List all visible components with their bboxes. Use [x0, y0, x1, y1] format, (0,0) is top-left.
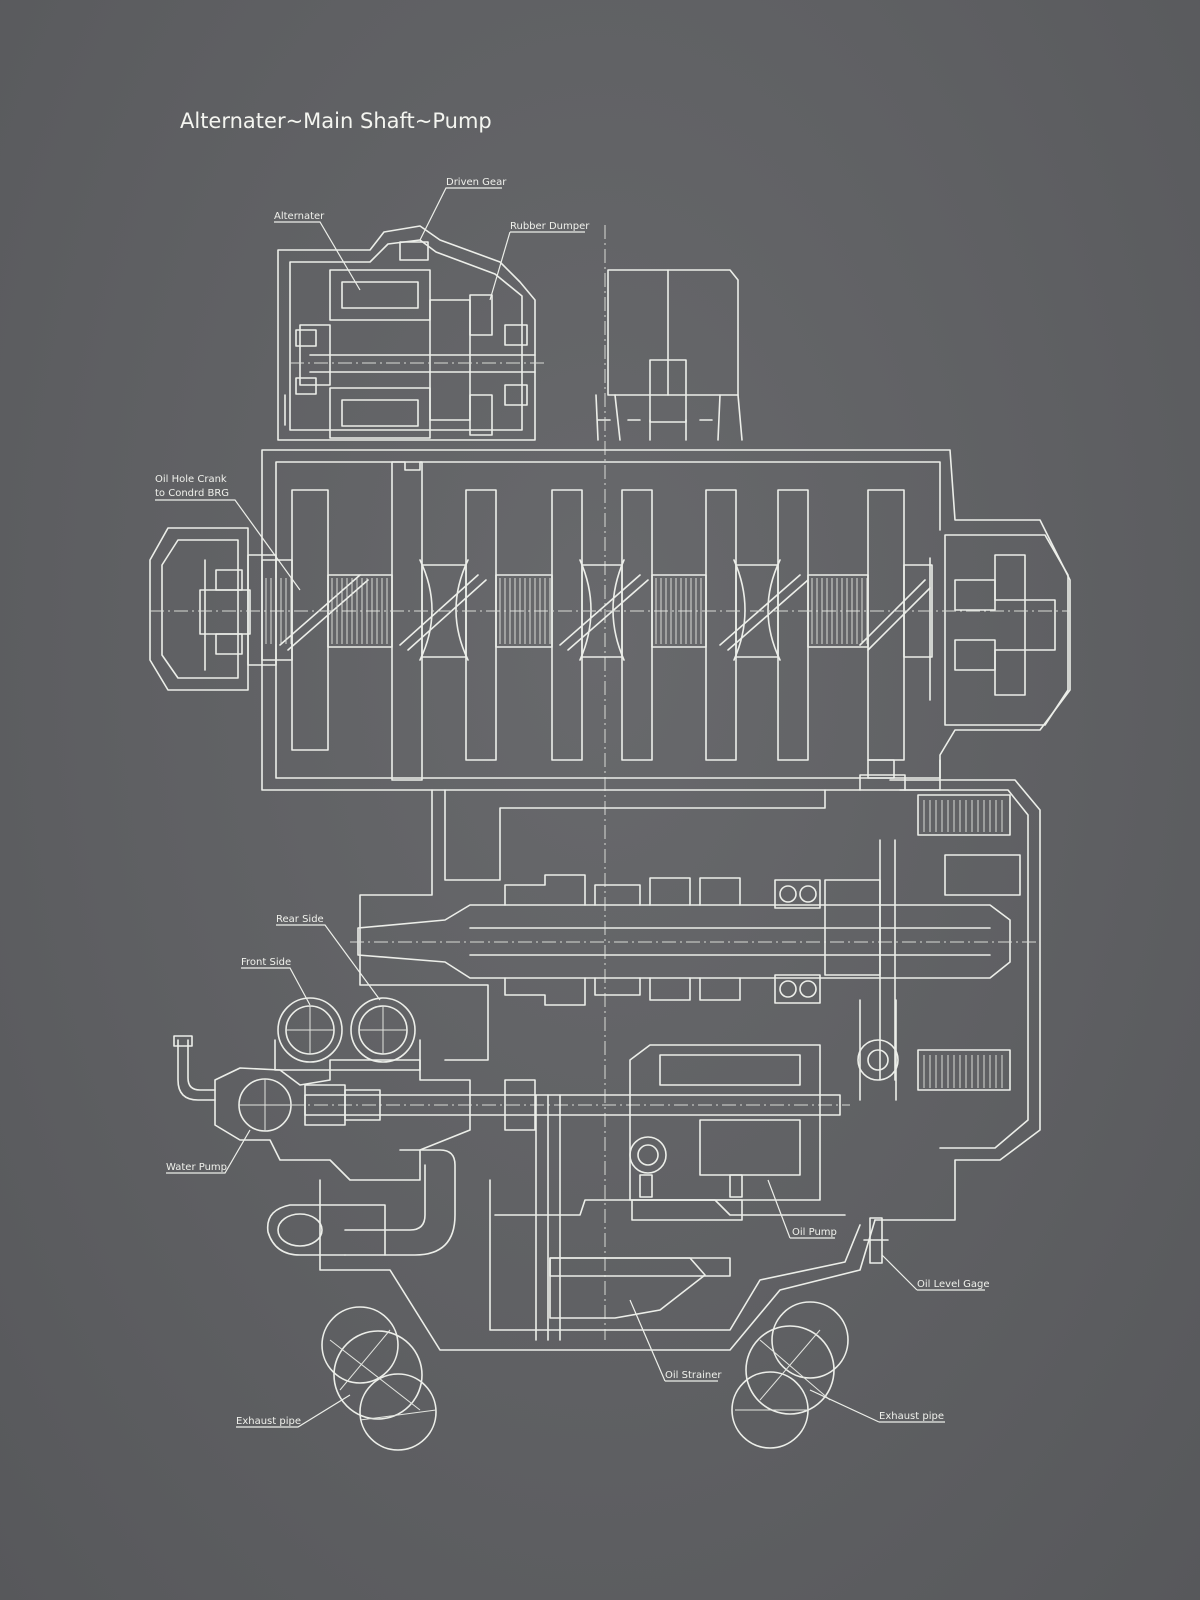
label-oil-strainer: Oil Strainer: [665, 1370, 722, 1381]
label-water-pump: Water Pump: [166, 1162, 227, 1173]
label-driven-gear: Driven Gear: [446, 177, 507, 188]
exhaust-pipes-right: [731, 1301, 849, 1449]
label-rubber-dumper: Rubber Dumper: [510, 221, 590, 232]
alternator-assembly: [277, 225, 545, 441]
crank-journal-hatching: [265, 578, 868, 644]
oil-pump-assembly: [629, 999, 899, 1221]
label-exhaust-pipe-right: Exhaust pipe: [879, 1411, 944, 1422]
leader-lines: [155, 187, 985, 1428]
label-rear-side: Rear Side: [276, 914, 324, 925]
oil-pan: [319, 1179, 889, 1351]
crankshaft: [150, 461, 1070, 781]
label-alternater: Alternater: [274, 211, 325, 222]
label-exhaust-pipe-left: Exhaust pipe: [236, 1416, 301, 1427]
main-shaft: [350, 874, 1040, 1006]
exhaust-pipes-left: [321, 1306, 437, 1451]
label-front-side: Front Side: [241, 957, 291, 968]
label-oil-level-gage: Oil Level Gage: [917, 1279, 990, 1290]
top-right-housing: [595, 269, 743, 441]
drawing-title: Alternater~Main Shaft~Pump: [180, 109, 492, 133]
label-oil-hole-line2: to Condrd BRG: [155, 488, 229, 499]
water-pump-assembly: [173, 997, 850, 1341]
label-oil-pump: Oil Pump: [792, 1227, 837, 1238]
clutch-plates: [923, 800, 1003, 1088]
label-oil-hole-line1: Oil Hole Crank: [155, 474, 227, 485]
transmission-case: [359, 774, 1041, 1221]
